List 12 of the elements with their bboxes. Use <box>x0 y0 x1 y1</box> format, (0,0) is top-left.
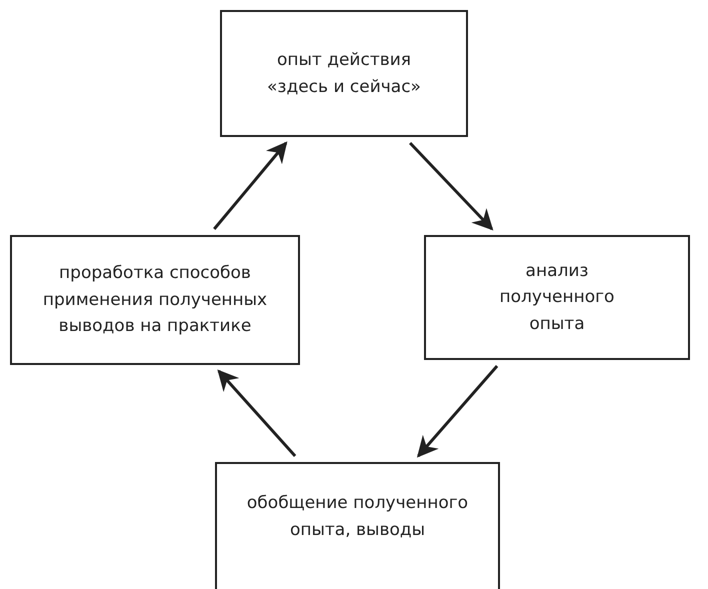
text-box <box>215 462 500 589</box>
text-box <box>220 10 468 137</box>
arrow <box>409 142 494 231</box>
arrow <box>217 369 296 457</box>
box-label: анализ полученного опыта <box>498 260 616 336</box>
arrow <box>416 365 498 458</box>
arrow <box>213 141 288 230</box>
text-box <box>424 235 690 360</box>
box-label: проработка способов применения полученных выводов на практике <box>42 262 268 338</box>
box-label: опыт действия «здесь и сейчас» <box>266 49 422 98</box>
box-label: обобщение полученного опыта, выводы <box>246 492 470 542</box>
text-box <box>10 235 300 365</box>
